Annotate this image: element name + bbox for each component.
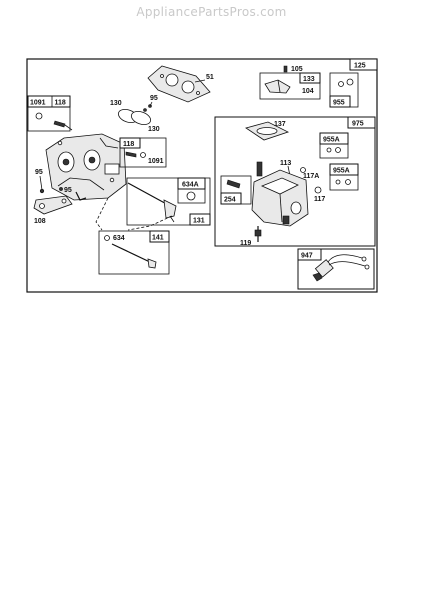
throttle-shaft-131: [127, 182, 177, 223]
callout-955A-b: 955A: [333, 168, 350, 175]
washer-1091-a: [35, 112, 43, 120]
gasket-137: [245, 121, 290, 141]
watermark: AppliancePartsPros.com: [136, 5, 287, 19]
sub-box-133: [259, 72, 321, 100]
seal-634A: [186, 191, 196, 201]
callout-119: 119: [240, 240, 251, 247]
washer-1091-b: [140, 152, 146, 158]
screw-254: [226, 179, 241, 189]
carburetor-body: [45, 133, 127, 201]
callout-118-a: 118: [55, 100, 66, 107]
callout-141: 141: [152, 235, 164, 242]
callout-955A-a: 955A: [323, 137, 340, 144]
callout-105: 105: [291, 66, 303, 73]
callout-117: 117: [314, 196, 325, 203]
callout-634A: 634A: [182, 182, 199, 189]
callout-947: 947: [301, 253, 313, 260]
callout-95-a: 95: [150, 95, 158, 102]
callout-131: 131: [193, 218, 205, 225]
callout-95-b: 95: [35, 169, 43, 176]
callout-box-141: [149, 230, 170, 243]
sub-box-634-141: [98, 230, 170, 275]
washer-117: [314, 186, 322, 194]
callout-117A: 117A: [303, 173, 319, 180]
callout-254: 254: [224, 197, 236, 204]
callout-box-975: [347, 116, 376, 129]
callout-95-c: 95: [64, 187, 72, 194]
assembly-box-975: [214, 116, 376, 247]
callout-118-b: 118: [123, 141, 134, 148]
screw-118-b: [125, 151, 137, 158]
callout-box-131: [189, 213, 211, 226]
callout-box-947: [297, 248, 322, 261]
fuel-bowl: [251, 169, 309, 227]
callout-130-a: 130: [110, 100, 122, 107]
callout-975: 975: [352, 121, 364, 128]
callout-box-955: [329, 95, 351, 108]
callout-1091-a: 1091: [30, 100, 46, 107]
assembly-box-947: [297, 248, 375, 290]
callout-104: 104: [302, 88, 314, 95]
callout-133: 133: [303, 76, 315, 83]
throttle-plate-130-b: [130, 111, 152, 125]
lever-108: [33, 195, 73, 215]
choke-shaft-141: [111, 243, 157, 269]
callout-137: 137: [274, 121, 286, 128]
sub-box-634A-131: [126, 177, 211, 226]
callout-box-118-b: [119, 137, 141, 149]
callout-130-b: 130: [148, 126, 160, 133]
gasket-51: [147, 65, 211, 103]
callout-113: 113: [280, 160, 291, 167]
outer-frame: [26, 58, 378, 293]
sub-box-1091-118: [27, 106, 71, 132]
callout-955: 955: [333, 100, 345, 107]
fuel-solenoid: [312, 254, 370, 282]
callout-125: 125: [354, 63, 366, 70]
callout-51: 51: [206, 74, 214, 81]
screw-118-a: [53, 120, 66, 128]
callout-box-254: [220, 192, 242, 205]
callout-108: 108: [34, 218, 46, 225]
bracket-104: [264, 79, 291, 94]
callout-634: 634: [113, 235, 125, 242]
clip-105: [283, 65, 288, 73]
callout-1091-b: 1091: [148, 158, 164, 165]
seal-634: [104, 235, 110, 241]
callout-box-125: [349, 58, 378, 71]
sub-box-118-1091: [119, 137, 167, 168]
